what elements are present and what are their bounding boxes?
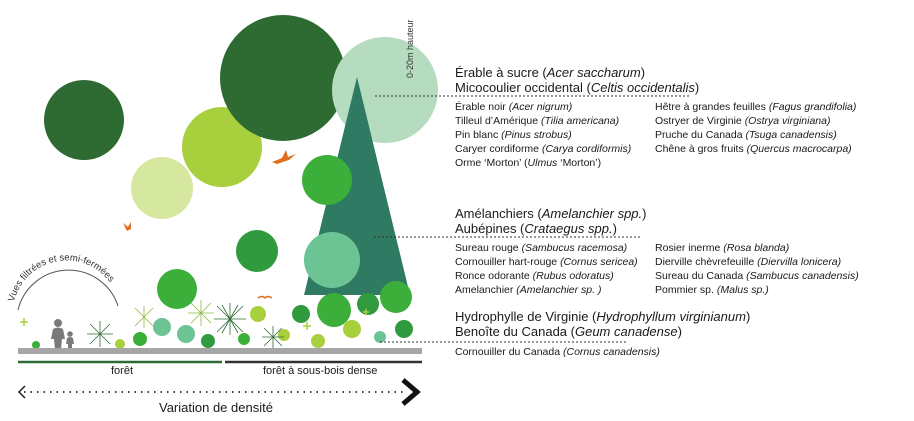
starburst-plant [262,326,284,348]
bird-icon [123,222,131,231]
tree-mid-green [302,155,352,205]
tree-jade [304,232,360,288]
bird-icon [257,295,273,300]
species-item: Chêne à gros fruits (Quercus macrocarpa) [655,143,852,155]
species-heading: Micocoulier occidental (Celtis occidenta… [455,80,700,95]
species-heading: Aubépines (Crataegus spp.) [455,221,617,236]
species-item: Caryer cordiforme (Carya cordiformis) [455,143,632,155]
starburst-plant [214,303,246,335]
shrub-lime [311,334,325,348]
species-item: Cornouiller hart-rouge (Cornus sericea) [455,256,638,268]
ground-strip [18,348,422,354]
species-item: Tilleul d’Amérique (Tilia americana) [455,115,620,127]
bird-icon [272,150,296,164]
starburst-plant [134,306,154,328]
species-item: Ostryer de Virginie (Ostrya virginiana) [655,115,831,127]
shrub-green [380,281,412,313]
shrub-lime [115,339,125,349]
shrub-dark [292,305,310,323]
species-item: Hêtre à grandes feuilles (Fagus grandifo… [655,101,857,113]
species-item: Ronce odorante (Rubus odoratus) [455,270,614,282]
shrub-mint [374,331,386,343]
shrub-dark [395,320,413,338]
species-heading: Benoîte du Canada (Geum canadense) [455,324,682,339]
tree-canopy-pale-lime [131,157,193,219]
zone-label-sous-bois: forêt à sous-bois dense [263,365,378,377]
arrow-left-icon [17,385,26,399]
tree-canopy-lime [182,107,262,187]
shrub-lime [343,320,361,338]
shrub-dark [357,293,379,315]
plus-plant [20,309,369,330]
vues-label: Vues filtrées et semi-fermées [6,252,116,302]
shrub-green [157,269,197,309]
shrub-green [133,332,147,346]
tree-canopy-large-dark [220,15,346,141]
species-item: Cornouiller du Canada (Cornus canadensis… [455,346,660,358]
species-item: Pruche du Canada (Tsuga canadensis) [655,129,837,141]
starburst-plant [87,321,113,347]
shrub-lime [278,329,290,341]
shrub-mint [153,318,171,336]
species-item: Érable noir (Acer nigrum) [455,101,573,113]
shrub-green [317,293,351,327]
arrow-right-icon [401,378,421,406]
species-heading: Hydrophylle de Virginie (Hydrophyllum vi… [455,309,751,324]
shrub-green [238,333,250,345]
tree-small-green [236,230,278,272]
shrub-lime [250,306,266,322]
species-item: Sureau du Canada (Sambucus canadensis) [655,270,859,282]
species-item: Amelanchier (Amelanchier sp. ) [455,284,602,296]
views-arc [17,269,119,311]
zone-label-foret: forêt [111,365,134,377]
species-item: Pin blanc (Pinus strobus) [455,129,572,141]
species-item: Sureau rouge (Sambucus racemosa) [455,242,628,254]
height-label: 0-20m hauteur [405,19,415,78]
species-item: Rosier inerme (Rosa blanda) [655,242,790,254]
shrub-green [32,341,40,349]
species-item: Pommier sp. (Malus sp.) [655,284,769,296]
tree-canopy-dark-left [44,80,124,160]
density-label: Variation de densité [159,400,273,415]
species-item: Dierville chèvrefeuille (Diervilla lonic… [655,256,842,268]
starburst-plant [188,300,214,326]
species-heading: Érable à sucre (Acer saccharum) [455,65,646,80]
shrub-mint [177,325,195,343]
species-item: Orme ‘Morton’ (Ulmus ‘Morton’) [455,157,602,169]
species-heading: Amélanchiers (Amelanchier spp.) [455,206,647,221]
people-silhouette-icon [51,319,74,349]
shrub-dark [201,334,215,348]
